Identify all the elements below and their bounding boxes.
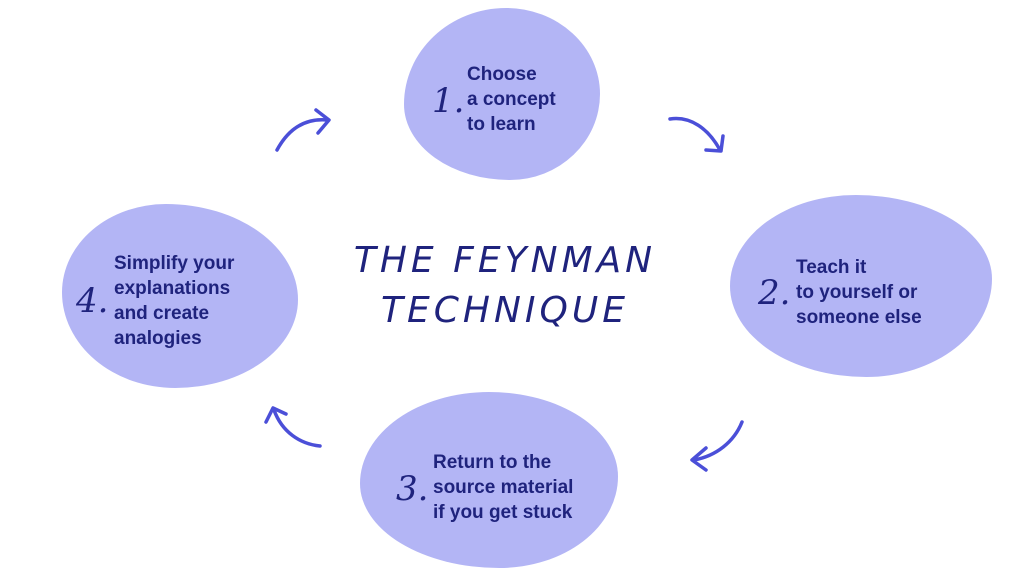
- step-4-line-4: analogies: [114, 328, 202, 349]
- step-4-line-2: explanations: [114, 278, 231, 299]
- step-4-line-3: and create: [114, 303, 210, 324]
- step-1-number: 1.: [432, 81, 465, 121]
- curved-arrow-left-icon: [690, 420, 744, 472]
- curved-arrow-up-icon: [264, 406, 322, 448]
- diagram-title: THE FEYNMAN TECHNIQUE: [340, 236, 670, 336]
- step-2-line-3: someone else: [796, 307, 922, 328]
- step-1-line-2: a concept: [467, 89, 556, 110]
- step-4-number: 4.: [76, 281, 109, 321]
- step-1-blob: [404, 8, 600, 180]
- step-3-line-1: Return to the: [433, 452, 552, 473]
- step-4-text: Simplify your explanations and create an…: [114, 251, 234, 351]
- step-4-blob: [62, 204, 298, 388]
- step-3-line-3: if you get stuck: [433, 502, 573, 523]
- step-3-line-2: source material: [433, 477, 574, 498]
- step-3-number: 3.: [396, 469, 429, 509]
- step-4-line-1: Simplify your: [114, 253, 235, 274]
- step-3-blob: [360, 392, 618, 568]
- step-1-line-1: Choose: [467, 64, 537, 85]
- step-2-line-1: Teach it: [796, 257, 867, 278]
- curved-arrow-down-icon: [668, 116, 725, 153]
- title-line-2: TECHNIQUE: [381, 290, 629, 331]
- step-2-blob: [730, 195, 992, 377]
- step-2-text: Teach it to yourself or someone else: [796, 255, 922, 330]
- step-2-number: 2.: [758, 273, 791, 313]
- step-2-line-2: to yourself or: [796, 282, 918, 303]
- step-3-text: Return to the source material if you get…: [433, 450, 573, 525]
- step-1-line-3: to learn: [467, 114, 536, 135]
- title-line-1: THE FEYNMAN: [353, 240, 657, 281]
- step-1-text: Choose a concept to learn: [467, 62, 556, 137]
- curved-arrow-right-icon: [275, 108, 331, 152]
